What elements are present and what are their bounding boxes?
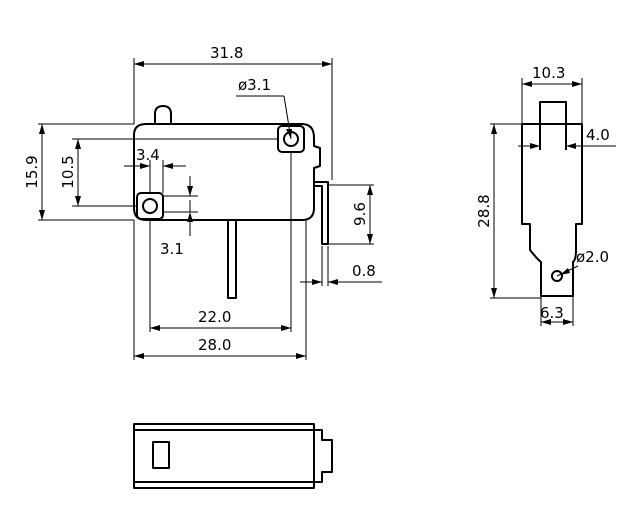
- front-view-hole-bottom-circle: [142, 198, 158, 214]
- side-view-plunger: [539, 101, 567, 125]
- front-view-bottom-terminal: [227, 219, 237, 299]
- side-view: 10.3 4.0 28.8 ø2.0 6.3: [475, 64, 616, 326]
- front-view-lever: [154, 105, 172, 124]
- dim-hole-offset-y: 3.1: [160, 240, 184, 258]
- side-view-dimension-lines: [493, 83, 616, 323]
- dim-body-length: 28.0: [198, 336, 231, 354]
- side-view-arrowheads: [491, 81, 582, 325]
- bottom-view-body: [133, 423, 315, 489]
- dim-side-height: 28.8: [475, 194, 493, 227]
- front-view-side-terminal: [314, 181, 329, 245]
- bottom-view-window: [152, 441, 170, 469]
- dim-terminal-length: 9.6: [351, 202, 369, 226]
- front-view-body: [133, 123, 321, 221]
- bottom-view-plunger: [314, 429, 333, 483]
- dim-terminal-hole-diameter: ø2.0: [576, 248, 609, 266]
- side-view-extension-lines: [490, 78, 583, 326]
- side-view-terminal-hole: [551, 270, 563, 282]
- front-view-hole-bottom: [136, 192, 164, 220]
- dim-terminal-spacing: 22.0: [198, 308, 231, 326]
- dim-hole-vertical-spacing: 10.5: [59, 155, 77, 188]
- front-view: 31.8 ø3.1 15.9 10.5 3.4 3.1 9.6 0.8 22.0…: [23, 44, 382, 360]
- dim-plunger-width: 4.0: [586, 126, 610, 144]
- dim-terminal-width: 6.3: [540, 304, 564, 322]
- front-view-arrowheads: [39, 61, 373, 359]
- dim-hole-offset-x: 3.4: [136, 146, 160, 164]
- side-view-body: [521, 123, 583, 297]
- front-view-extension-lines: [38, 58, 374, 360]
- dim-terminal-thickness: 0.8: [352, 262, 376, 280]
- dim-hole-diameter: ø3.1: [238, 76, 271, 94]
- bottom-view: [133, 423, 333, 489]
- dim-side-width: 10.3: [532, 64, 565, 82]
- dim-top-width: 31.8: [210, 44, 243, 62]
- dim-overall-height: 15.9: [23, 155, 41, 188]
